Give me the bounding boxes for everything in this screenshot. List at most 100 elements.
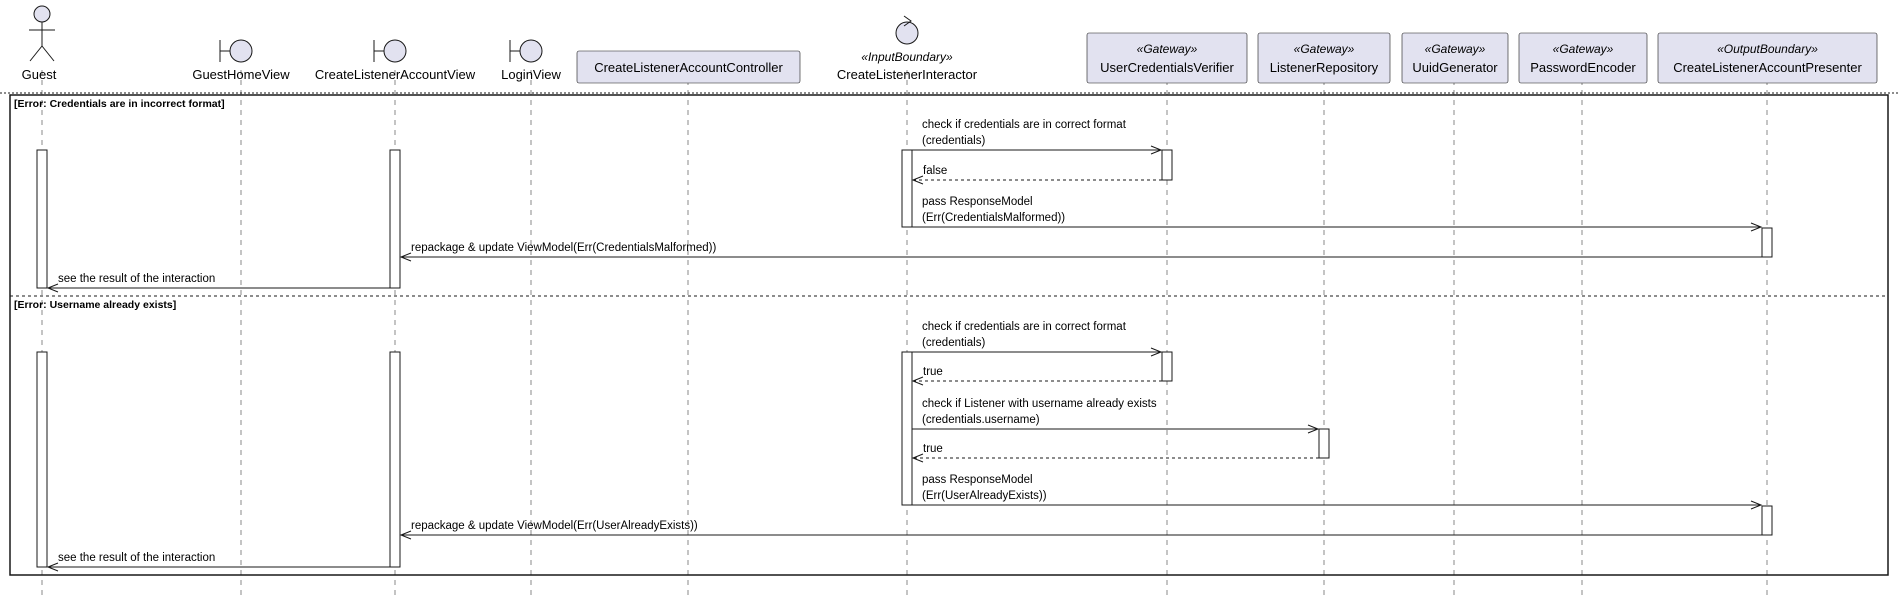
activations: [36, 149, 1773, 568]
activation-createlisteneraccountview: [389, 351, 401, 568]
message-label: (credentials.username): [922, 414, 1040, 426]
participant-stereotype: «OutputBoundary»: [1717, 42, 1818, 56]
actor-head-icon: [33, 5, 51, 23]
arrowhead-icon: [1750, 222, 1763, 232]
participant-loginview: LoginView: [501, 39, 561, 82]
arrowhead-icon: [911, 175, 924, 185]
participant-createlisteneraccountview: CreateListenerAccountView: [315, 39, 476, 82]
participant-createlistenerinteractor: «InputBoundary» CreateListenerInteractor: [837, 15, 978, 82]
participant-usercredentialsverifier: «Gateway» UserCredentialsVerifier: [1086, 32, 1248, 84]
participant-listenerrepository: «Gateway» ListenerRepository: [1257, 32, 1391, 84]
arrowhead-icon: [46, 562, 59, 572]
message-label: repackage & update ViewModel(Err(Credent…: [411, 242, 716, 254]
arrowhead-icon: [1150, 347, 1163, 357]
arrowhead-icon: [399, 530, 412, 540]
activation-listenerrepository: [1318, 428, 1330, 459]
group-label: [Error: Credentials are in incorrect for…: [14, 98, 225, 110]
message: pass ResponseModel (Err(UserAlreadyExists…: [912, 474, 1763, 510]
message: see the result of the interaction: [46, 552, 390, 572]
arrowhead-icon: [399, 252, 412, 262]
participant-guesthomeview: GuestHomeView: [192, 39, 290, 82]
message: pass ResponseModel (Err(CredentialsMalfor…: [912, 196, 1763, 232]
participant-box: [1257, 32, 1391, 84]
participant-label: CreateListenerInteractor: [837, 67, 978, 82]
message: repackage & update ViewModel(Err(UserAlr…: [399, 520, 1762, 540]
message: check if credentials are in correct form…: [912, 119, 1163, 155]
activation-createlisteneraccountpresenter: [1761, 227, 1773, 258]
group-label: [Error: Username already exists]: [14, 299, 176, 311]
participants: Guest GuestHomeView CreateListenerAccountV…: [22, 5, 1878, 84]
participant-label: Guest: [22, 67, 57, 82]
message: true: [911, 443, 1319, 463]
message-label: true: [923, 366, 943, 378]
message-label: check if credentials are in correct form…: [922, 119, 1127, 131]
activation-createlistenerinteractor: [901, 149, 913, 228]
message: true: [911, 366, 1162, 386]
lifelines: [41, 70, 1768, 595]
participant-uuidgenerator: «Gateway» UuidGenerator: [1401, 32, 1509, 84]
participant-label: LoginView: [501, 67, 561, 82]
arrowhead-icon: [1150, 145, 1163, 155]
participant-label: CreateListenerAccountController: [594, 60, 783, 75]
participant-stereotype: «Gateway»: [1425, 42, 1486, 56]
message-label: check if Listener with username already …: [922, 398, 1157, 410]
participant-label: GuestHomeView: [192, 67, 290, 82]
control-icon: [895, 21, 919, 45]
message: check if Listener with username already …: [912, 398, 1320, 434]
arrowhead-icon: [911, 376, 924, 386]
participant-label: UuidGenerator: [1412, 60, 1498, 75]
message-label: true: [923, 443, 943, 455]
message: false: [911, 165, 1162, 185]
activation-usercredentialsverifier: [1161, 351, 1173, 382]
message-label: check if credentials are in correct form…: [922, 321, 1127, 333]
participant-passwordencoder: «Gateway» PasswordEncoder: [1518, 32, 1648, 84]
activation-usercredentialsverifier: [1161, 149, 1173, 181]
message-label: (Err(CredentialsMalformed)): [922, 212, 1065, 224]
participant-stereotype: «Gateway»: [1553, 42, 1614, 56]
participant-label: ListenerRepository: [1270, 60, 1379, 75]
message-label: see the result of the interaction: [58, 552, 215, 564]
message: repackage & update ViewModel(Err(Credent…: [399, 242, 1762, 262]
message-label: false: [923, 165, 947, 177]
message-label: pass ResponseModel: [922, 474, 1033, 486]
message-label: see the result of the interaction: [58, 273, 215, 285]
message-label: pass ResponseModel: [922, 196, 1033, 208]
participant-stereotype: «Gateway»: [1137, 42, 1198, 56]
participant-stereotype: «InputBoundary»: [861, 50, 953, 64]
participant-label: CreateListenerAccountPresenter: [1673, 60, 1862, 75]
participant-createlisteneraccountpresenter: «OutputBoundary» CreateListenerAccountPre…: [1657, 32, 1878, 84]
activation-guest: [36, 149, 48, 289]
activation-guest: [36, 351, 48, 568]
activation-createlisteneraccountview: [389, 149, 401, 289]
alt-frame: [Error: Credentials are in incorrect for…: [0, 92, 1898, 576]
message-label: (credentials): [922, 135, 985, 147]
control-arrow-icon: [903, 15, 912, 27]
arrowhead-icon: [1750, 500, 1763, 510]
participant-createlisteneraccountcontroller: CreateListenerAccountController: [576, 50, 801, 84]
participant-label: CreateListenerAccountView: [315, 67, 476, 82]
participant-label: UserCredentialsVerifier: [1100, 60, 1234, 75]
message-label: repackage & update ViewModel(Err(UserAlr…: [411, 520, 698, 532]
message: see the result of the interaction: [46, 273, 390, 293]
actor-leg-icon: [41, 45, 55, 62]
messages: check if credentials are in correct form…: [46, 119, 1763, 572]
participant-box: [1401, 32, 1509, 84]
arrowhead-icon: [911, 453, 924, 463]
message-label: (credentials): [922, 337, 985, 349]
boundary-icon: [383, 39, 407, 63]
boundary-icon: [519, 39, 543, 63]
participant-guest: Guest: [22, 5, 57, 82]
actor-leg-icon: [29, 45, 43, 62]
activation-createlistenerinteractor: [901, 351, 913, 506]
message-label: (Err(UserAlreadyExists)): [922, 490, 1047, 502]
participant-stereotype: «Gateway»: [1294, 42, 1355, 56]
message: check if credentials are in correct form…: [912, 321, 1163, 357]
boundary-icon: [229, 39, 253, 63]
frame-border: [9, 94, 1889, 576]
activation-createlisteneraccountpresenter: [1761, 505, 1773, 536]
participant-box: [1518, 32, 1648, 84]
arrowhead-icon: [46, 283, 59, 293]
participant-label: PasswordEncoder: [1530, 60, 1636, 75]
arrowhead-icon: [1307, 424, 1320, 434]
